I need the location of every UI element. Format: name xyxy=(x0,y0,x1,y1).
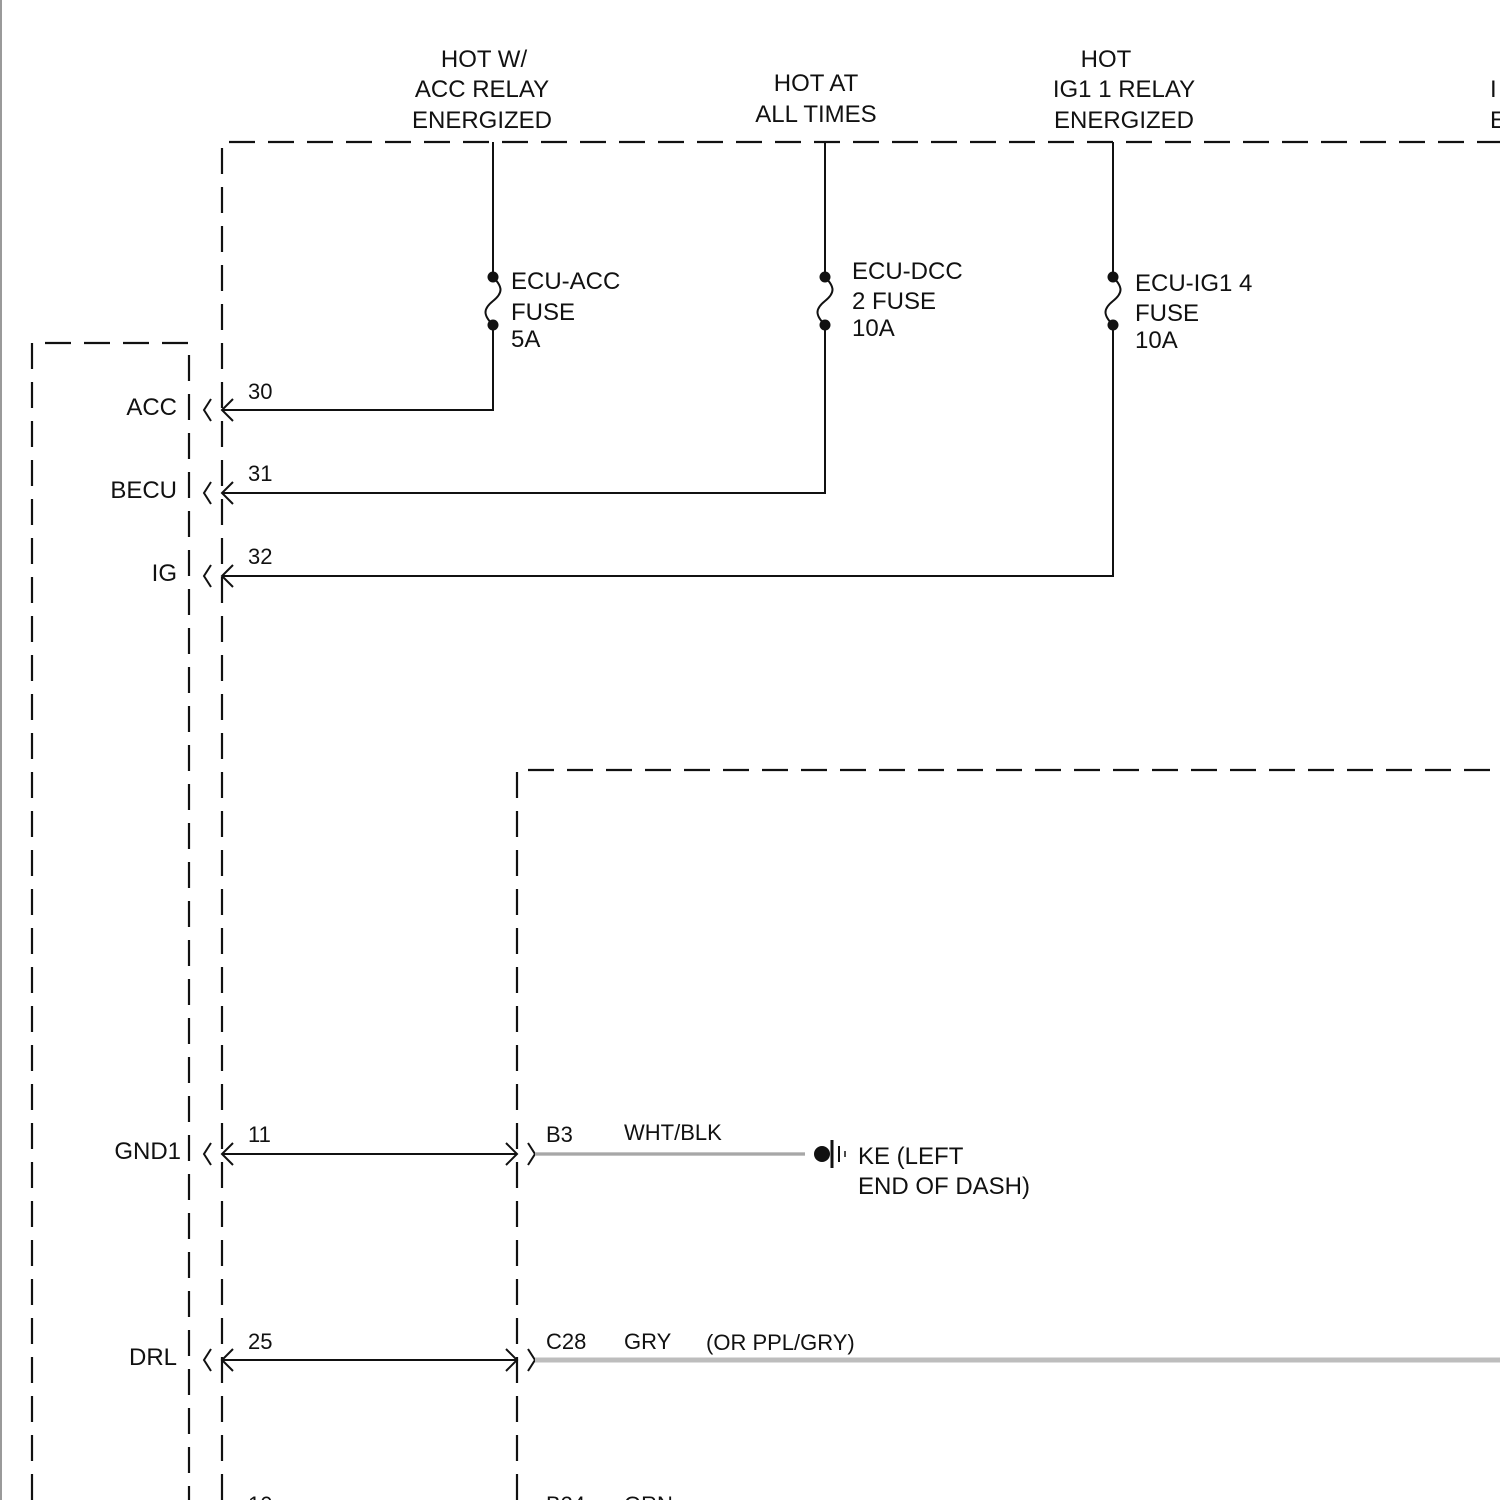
terminal-partial-pin: 10 xyxy=(248,1492,272,1500)
wire-alt-color-c28: (OR PPL/GRY) xyxy=(706,1330,855,1355)
circuit-gnd1: GND1 11 B3 WHT/BLK KE (LEFT END OF DASH) xyxy=(114,1120,1030,1200)
power-source-acc: HOT W/ ACC RELAY ENERGIZED xyxy=(412,46,552,134)
ground-location-line1: KE (LEFT xyxy=(858,1143,964,1170)
fuse-ecu-ig1-line3: 10A xyxy=(1135,327,1178,354)
terminal-ig-pin: 32 xyxy=(248,544,272,569)
terminal-ig-label: IG xyxy=(152,560,177,587)
connector-male-icon xyxy=(528,1349,535,1371)
terminal-gnd1-label: GND1 xyxy=(114,1138,181,1165)
power-source-ig1-line2: IG1 1 RELAY xyxy=(1053,76,1195,103)
connector-female-icon xyxy=(204,1143,211,1165)
fuse-ecu-acc-line2: FUSE xyxy=(511,299,575,326)
wire-color-b3: WHT/BLK xyxy=(624,1120,722,1145)
fuse-box-outline xyxy=(222,142,1500,1500)
power-source-partial-line2: E xyxy=(1490,107,1500,134)
fuse-ecu-dcc-line3: 10A xyxy=(852,315,895,342)
fuse-ecu-ig1-icon xyxy=(1106,277,1121,325)
terminal-drl-label: DRL xyxy=(129,1344,177,1371)
power-source-batt: HOT AT ALL TIMES xyxy=(755,70,876,128)
terminal-becu: BECU 31 xyxy=(110,461,272,504)
fuse-ecu-dcc-line2: 2 FUSE xyxy=(852,288,936,315)
circuit-becu: ECU-DCC 2 FUSE 10A xyxy=(222,142,963,493)
connector-pin-c28: C28 xyxy=(546,1329,586,1354)
module-outline xyxy=(32,343,189,1500)
circuit-drl: DRL 25 C28 GRY (OR PPL/GRY) xyxy=(129,1329,1500,1371)
terminal-drl-pin: 25 xyxy=(248,1329,272,1354)
connector-male-icon xyxy=(528,1143,535,1165)
fuse-ecu-acc-line1: ECU-ACC xyxy=(511,268,620,295)
wire-ig-lower xyxy=(222,325,1113,576)
power-source-acc-line2: ACC RELAY xyxy=(415,76,549,103)
fuse-ecu-ig1-line1: ECU-IG1 4 xyxy=(1135,270,1252,297)
terminal-ig: IG 32 xyxy=(152,544,273,587)
terminal-acc: ACC 30 xyxy=(126,379,272,421)
connector-female-icon xyxy=(204,1349,211,1371)
terminal-becu-pin: 31 xyxy=(248,461,272,486)
fuse-ecu-dcc-icon xyxy=(818,277,833,325)
power-source-ig1-line3: ENERGIZED xyxy=(1054,107,1194,134)
power-source-ig1-line1: HOT xyxy=(1081,46,1132,73)
fuse-ecu-dcc-line1: ECU-DCC xyxy=(852,258,963,285)
fuse-ecu-ig1-line2: FUSE xyxy=(1135,300,1199,327)
connector-female-icon xyxy=(204,482,211,504)
terminal-acc-label: ACC xyxy=(126,394,177,421)
connector-pin-b24: B24 xyxy=(546,1492,585,1500)
ground-location-line2: END OF DASH) xyxy=(858,1173,1030,1200)
circuit-partial-bottom: 10 B24 GRN xyxy=(248,1492,673,1500)
wire-color-b24: GRN xyxy=(624,1492,673,1500)
terminal-acc-pin: 30 xyxy=(248,379,272,404)
power-source-batt-line1: HOT AT xyxy=(774,70,859,97)
terminal-becu-label: BECU xyxy=(110,477,177,504)
connector-pin-b3: B3 xyxy=(546,1122,573,1147)
power-source-acc-line3: ENERGIZED xyxy=(412,107,552,134)
power-source-ig1: HOT IG1 1 RELAY ENERGIZED xyxy=(1053,46,1195,134)
circuit-ig: ECU-IG1 4 FUSE 10A xyxy=(222,142,1252,576)
fuse-ecu-acc-line3: 5A xyxy=(511,326,540,353)
power-source-partial-line1: I xyxy=(1490,76,1497,103)
wire-color-c28: GRY xyxy=(624,1329,672,1354)
ground-icon xyxy=(814,1140,845,1168)
power-source-acc-line1: HOT W/ xyxy=(441,46,528,73)
power-source-batt-line2: ALL TIMES xyxy=(755,101,876,128)
power-source-partial: I E xyxy=(1490,76,1500,134)
connector-female-icon xyxy=(204,565,211,587)
connector-female-icon xyxy=(204,399,211,421)
terminal-gnd1-pin: 11 xyxy=(248,1122,271,1147)
circuit-acc: ECU-ACC FUSE 5A xyxy=(222,142,620,410)
fuse-ecu-acc-icon xyxy=(486,277,501,325)
